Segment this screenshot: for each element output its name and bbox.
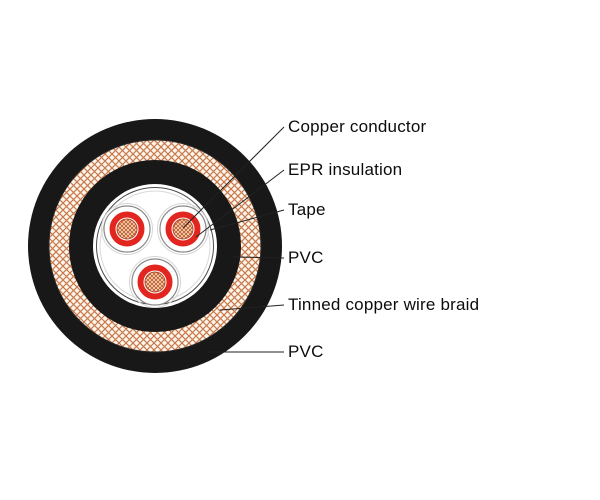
label-tape: Tape <box>288 200 326 219</box>
core-top-right <box>157 203 209 255</box>
epr-insulation-ring <box>137 264 173 300</box>
label-epr-insulation: EPR insulation <box>288 160 403 179</box>
core-wrap-circle <box>101 203 153 255</box>
leader-line-braid <box>219 304 285 311</box>
label-pvc-outer: PVC <box>288 342 324 361</box>
core-wrap-circle <box>157 203 209 255</box>
copper-conductor-circle <box>172 218 194 240</box>
leader-line-tape <box>209 209 285 231</box>
leader-line-epr-insulation <box>195 169 285 238</box>
core-bottom <box>129 256 181 308</box>
leader-line-pvc-inner <box>232 256 285 259</box>
core-wrap-circle <box>129 256 181 308</box>
epr-insulation-ring <box>109 211 145 247</box>
label-pvc-inner: PVC <box>288 248 324 267</box>
core-top-left <box>101 203 153 255</box>
label-tinned-copper-wire-braid: Tinned copper wire braid <box>288 295 480 314</box>
copper-conductor-circle <box>116 218 138 240</box>
copper-conductor-circle <box>144 271 166 293</box>
epr-insulation-ring <box>165 211 201 247</box>
label-copper-conductor: Copper conductor <box>288 117 427 136</box>
leader-line-copper-conductor <box>182 126 285 229</box>
